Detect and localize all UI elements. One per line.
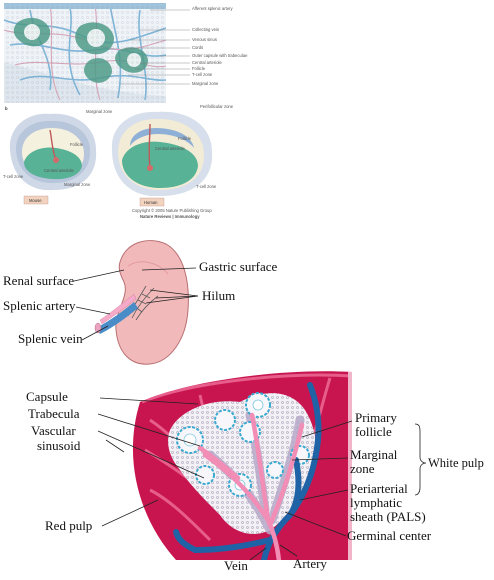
- label-primary: Primary: [355, 410, 397, 425]
- label-vein: Vein: [224, 558, 248, 573]
- label-afferent-splenic-artery: Afferent splenic artery: [192, 6, 234, 11]
- human-follicle-illustration: Human Perifollicular zone Follicle Centr…: [111, 104, 234, 207]
- label-splenic-artery: Splenic artery: [3, 298, 76, 313]
- artery-branches: [197, 412, 305, 560]
- label-follicle-text: follicle: [355, 424, 392, 439]
- label-splenic-vein: Splenic vein: [18, 331, 83, 346]
- spleen-labels: Renal surface Gastric surface Hilum Sple…: [3, 259, 278, 346]
- label-t-cell-zone: T-cell zone: [192, 72, 213, 77]
- label-hilum: Hilum: [202, 288, 235, 303]
- journal-line: Nature Reviews | Immunology: [140, 214, 200, 219]
- mouse-label-follicle: Follicle: [70, 142, 84, 147]
- panel-a-illustration: [4, 3, 166, 103]
- label-collecting-vein: Collecting vein: [192, 27, 220, 32]
- splenic-artery-vessel: [99, 293, 137, 325]
- label-lymphatic: lymphatic: [350, 495, 402, 510]
- label-gastric-surface: Gastric surface: [199, 259, 278, 274]
- splenic-vein-vessel: [96, 302, 138, 334]
- vein-branches: [173, 382, 322, 560]
- panel-b-letter: b: [5, 106, 8, 111]
- mouse-label-central-arteriole: Central arteriole: [44, 168, 74, 173]
- label-red-pulp: Red pulp: [45, 518, 92, 533]
- label-marginal: Marginal: [350, 447, 398, 462]
- copyright-line: Copyright © 2005 Nature Publishing Group: [132, 208, 212, 213]
- panel-a-labels: Afferent splenic artery Collecting vein …: [192, 6, 248, 86]
- section-labels: Capsule Trabecula Vascular sinusoid Red …: [26, 389, 484, 573]
- label-germinal-center: Germinal center: [347, 528, 432, 543]
- human-title: Human: [144, 200, 158, 205]
- spleen-section: [132, 371, 352, 560]
- human-label-t-cell-zone: T-cell zone: [196, 184, 217, 189]
- mouse-title: Mouse: [29, 198, 42, 203]
- label-periarterial: Periarterial: [350, 481, 408, 496]
- top-label-marginal-zone: Marginal zone: [86, 109, 113, 114]
- label-white-pulp: White pulp: [428, 456, 484, 470]
- label-central-arteriole: Central arteriole: [192, 60, 222, 65]
- mouse-label-marginal-zone: Marginal zone: [64, 182, 91, 187]
- section-leaders: [97, 397, 427, 561]
- label-trabecula: Trabecula: [28, 406, 80, 421]
- panel-b: b Mouse Follicle Central arteriole T-cel…: [3, 104, 234, 219]
- label-zone: zone: [350, 461, 375, 476]
- label-marginal-zone: Marginal zone: [192, 81, 219, 86]
- label-renal-surface: Renal surface: [3, 273, 74, 288]
- label-cords: Cords: [192, 45, 203, 50]
- spleen-external-view: [94, 240, 189, 365]
- panel-a-leaders: [120, 9, 190, 85]
- human-label-follicle: Follicle: [178, 136, 192, 141]
- spleen-leaders: [73, 267, 199, 341]
- label-artery: Artery: [293, 556, 327, 571]
- label-sheath-pals: sheath (PALS): [350, 509, 426, 524]
- label-follicle: Follicle: [192, 66, 206, 71]
- label-capsule: Capsule: [26, 389, 68, 404]
- human-label-central-arteriole: Central arteriole: [155, 146, 185, 151]
- mouse-label-t-cell-zone: T-cell zone: [3, 174, 24, 179]
- label-outer-capsule: Outer capsule with trabeculae: [192, 53, 248, 58]
- mouse-follicle-illustration: Mouse Follicle Central arteriole T-cell …: [3, 113, 97, 205]
- label-sinusoid: sinusoid: [37, 438, 81, 453]
- panel-a: a: [4, 3, 248, 103]
- human-label-perifollicular-zone: Perifollicular zone: [200, 104, 234, 109]
- label-venous-sinus: Venous sinus: [192, 37, 217, 42]
- label-vascular: Vascular: [31, 423, 76, 438]
